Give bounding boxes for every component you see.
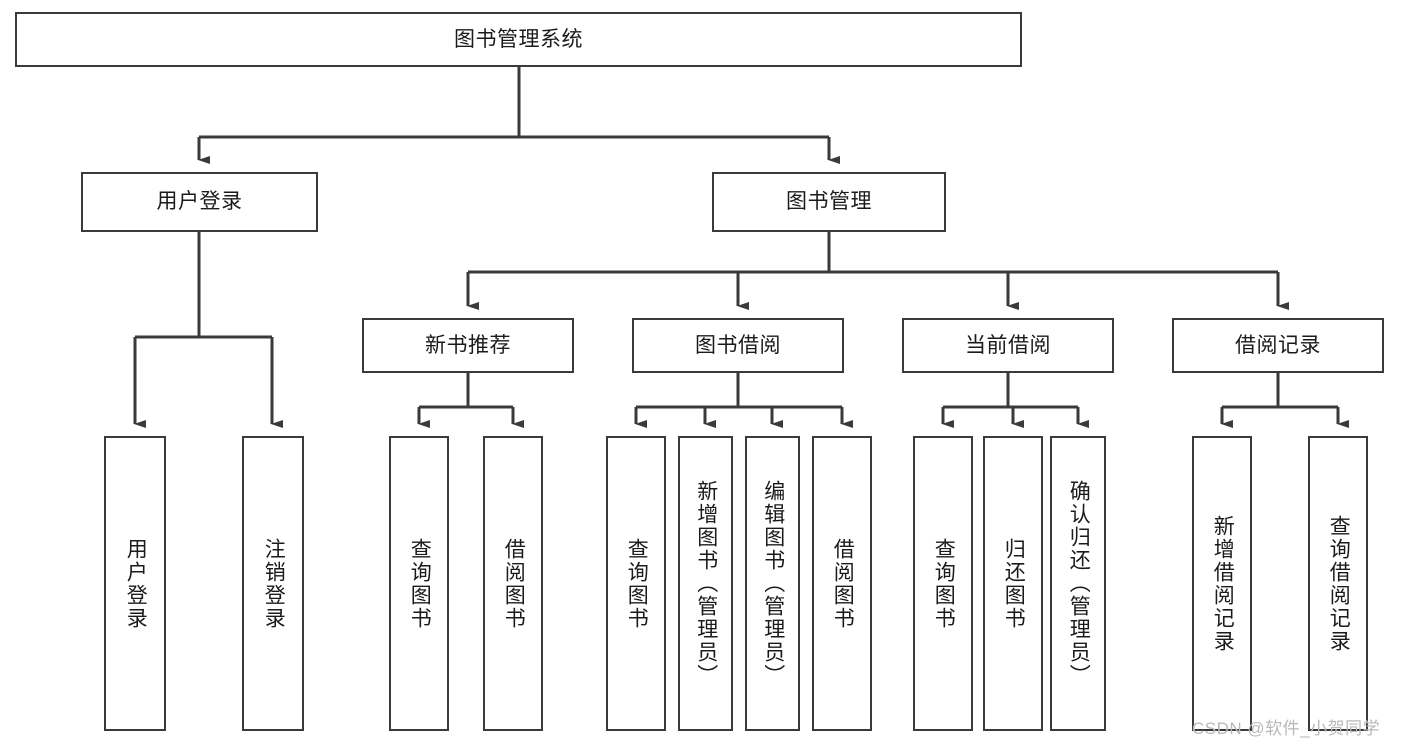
node-book-management-label: 图书管理 xyxy=(786,190,872,214)
leaf-add-book-label: 新增图书（管理员） xyxy=(694,480,718,687)
leaf-borrow-book[interactable]: 借阅图书 xyxy=(812,436,872,731)
leaf-user-login[interactable]: 用户登录 xyxy=(104,436,166,731)
leaf-query-book-rec-label: 查询图书 xyxy=(408,537,432,630)
leaf-query-borrow-record-label: 查询借阅记录 xyxy=(1327,514,1351,653)
leaf-borrow-book-label: 借阅图书 xyxy=(831,537,855,630)
leaf-return-book[interactable]: 归还图书 xyxy=(983,436,1043,731)
leaf-edit-book-label: 编辑图书（管理员） xyxy=(761,480,785,687)
leaf-query-book-rec[interactable]: 查询图书 xyxy=(389,436,449,731)
node-borrow-record[interactable]: 借阅记录 xyxy=(1172,318,1384,373)
node-book-management[interactable]: 图书管理 xyxy=(712,172,946,232)
leaf-borrow-book-rec[interactable]: 借阅图书 xyxy=(483,436,543,731)
leaf-confirm-return-label: 确认归还（管理员） xyxy=(1067,480,1091,687)
leaf-query-book-borrow-label: 查询图书 xyxy=(625,537,649,630)
csdn-watermark: CSDN @软件_小贺同学 xyxy=(1192,719,1381,738)
node-book-borrow-label: 图书借阅 xyxy=(695,333,781,357)
node-root-label: 图书管理系统 xyxy=(454,27,583,51)
node-book-borrow[interactable]: 图书借阅 xyxy=(632,318,844,373)
node-new-book-recommend-label: 新书推荐 xyxy=(425,333,511,357)
leaf-add-borrow-record[interactable]: 新增借阅记录 xyxy=(1192,436,1252,731)
leaf-add-borrow-record-label: 新增借阅记录 xyxy=(1211,514,1235,653)
leaf-user-logout-label: 注销登录 xyxy=(262,537,286,630)
leaf-query-book-current-label: 查询图书 xyxy=(932,537,956,630)
node-user-login[interactable]: 用户登录 xyxy=(81,172,318,232)
node-user-login-label: 用户登录 xyxy=(156,190,243,214)
leaf-query-book-borrow[interactable]: 查询图书 xyxy=(606,436,666,731)
leaf-query-book-current[interactable]: 查询图书 xyxy=(913,436,973,731)
leaf-borrow-book-rec-label: 借阅图书 xyxy=(502,537,526,630)
leaf-query-borrow-record[interactable]: 查询借阅记录 xyxy=(1308,436,1368,731)
leaf-user-logout[interactable]: 注销登录 xyxy=(242,436,304,731)
node-current-borrow[interactable]: 当前借阅 xyxy=(902,318,1114,373)
leaf-user-login-label: 用户登录 xyxy=(124,537,148,630)
node-borrow-record-label: 借阅记录 xyxy=(1235,333,1321,357)
node-current-borrow-label: 当前借阅 xyxy=(965,333,1051,357)
leaf-add-book[interactable]: 新增图书（管理员） xyxy=(678,436,733,731)
leaf-confirm-return[interactable]: 确认归还（管理员） xyxy=(1050,436,1106,731)
leaf-edit-book[interactable]: 编辑图书（管理员） xyxy=(745,436,800,731)
node-root[interactable]: 图书管理系统 xyxy=(15,12,1022,67)
leaf-return-book-label: 归还图书 xyxy=(1002,537,1026,630)
node-new-book-recommend[interactable]: 新书推荐 xyxy=(362,318,574,373)
